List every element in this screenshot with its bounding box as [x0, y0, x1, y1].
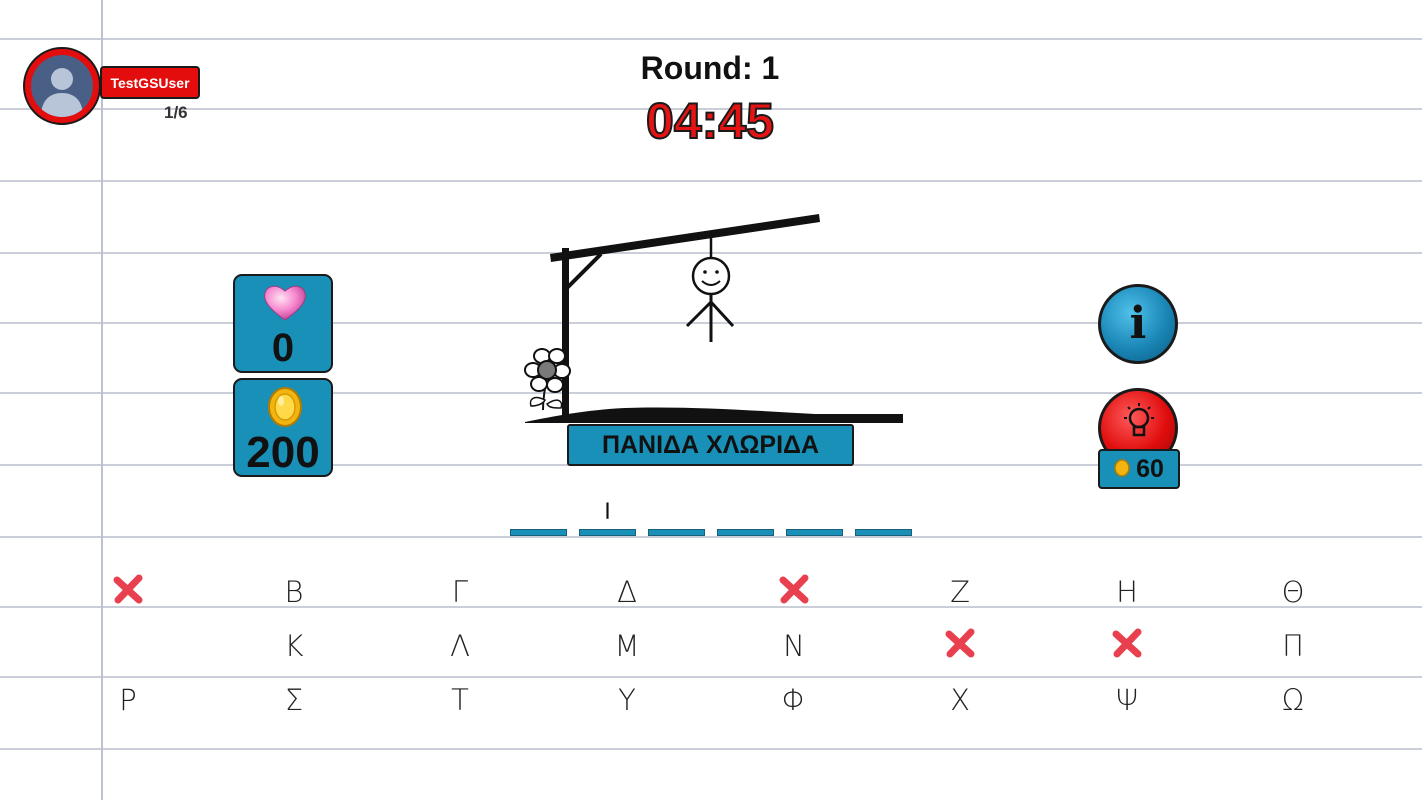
user-silhouette-icon [31, 55, 93, 117]
key-letter[interactable]: Η [1116, 575, 1138, 609]
coin-icon [265, 386, 305, 432]
key-alpha[interactable] [88, 570, 168, 614]
key-letter[interactable]: Β [284, 575, 304, 609]
ruled-line [0, 38, 1422, 40]
lives-value: 0 [271, 326, 295, 370]
key-letter[interactable]: Ρ [119, 683, 137, 717]
lightbulb-icon [1120, 401, 1158, 449]
ruled-line [0, 606, 1422, 608]
key-letter[interactable]: Χ [950, 683, 970, 717]
lives-counter: 0 [233, 274, 333, 373]
avatar[interactable] [23, 47, 101, 125]
ruled-line [0, 180, 1422, 182]
key-letter[interactable]: Γ [451, 575, 469, 609]
player-name: TestGSUser [100, 66, 200, 99]
ruled-line [0, 676, 1422, 678]
answer-slot [717, 529, 774, 536]
key-letter[interactable]: Θ [1281, 575, 1305, 609]
used-letter-x-icon [777, 572, 811, 613]
key-letter[interactable]: Σ [284, 683, 304, 717]
heart-icon [262, 282, 308, 326]
hangman-scene [515, 210, 915, 434]
ruled-line [0, 748, 1422, 750]
answer-slot [579, 529, 636, 536]
used-letter-x-icon [1110, 626, 1144, 667]
key-letter[interactable]: Μ [614, 629, 640, 663]
info-icon: i [1129, 298, 1147, 349]
key-letter[interactable]: Λ [450, 629, 470, 663]
key-letter[interactable]: Δ [617, 575, 637, 609]
used-letter-x-icon [943, 626, 977, 667]
key-letter[interactable]: Υ [618, 683, 636, 717]
revealed-letter: Ι [604, 500, 611, 525]
key-omicron[interactable] [1087, 624, 1167, 668]
coins-value: 200 [246, 428, 320, 477]
countdown-timer: 04:45 [645, 92, 775, 150]
margin-line [101, 0, 103, 800]
key-letter[interactable]: Ζ [950, 575, 970, 609]
hint-cost: 60 [1098, 449, 1180, 489]
coins-counter: 200 [233, 378, 333, 477]
key-letter[interactable]: Ψ [1115, 683, 1139, 717]
key-letter[interactable]: Π [1282, 629, 1304, 663]
hint-cost-value: 60 [1136, 454, 1164, 483]
key-letter[interactable]: Ω [1281, 683, 1305, 717]
ruled-line [0, 108, 1422, 110]
ruled-line [0, 536, 1422, 538]
key-letter[interactable]: Τ [451, 683, 469, 717]
key-xi[interactable] [920, 624, 1000, 668]
key-letter[interactable]: Κ [284, 629, 304, 663]
key-letter[interactable]: Ν [783, 629, 805, 663]
answer-slot [855, 529, 912, 536]
key-epsilon[interactable] [754, 570, 834, 614]
answer-slot [648, 529, 705, 536]
answer-slot [786, 529, 843, 536]
ruled-line [0, 392, 1422, 394]
category-banner: ΠΑΝΙΔΑ ΧΛΩΡΙΔΑ [567, 424, 854, 466]
used-letter-x-icon [111, 572, 145, 613]
key-letter[interactable]: Φ [781, 683, 807, 717]
round-label: Round: 1 [640, 50, 780, 86]
answer-slot [510, 529, 567, 536]
player-count: 1/6 [164, 103, 188, 122]
info-button[interactable]: i [1098, 284, 1178, 364]
coin-icon [1114, 455, 1130, 484]
